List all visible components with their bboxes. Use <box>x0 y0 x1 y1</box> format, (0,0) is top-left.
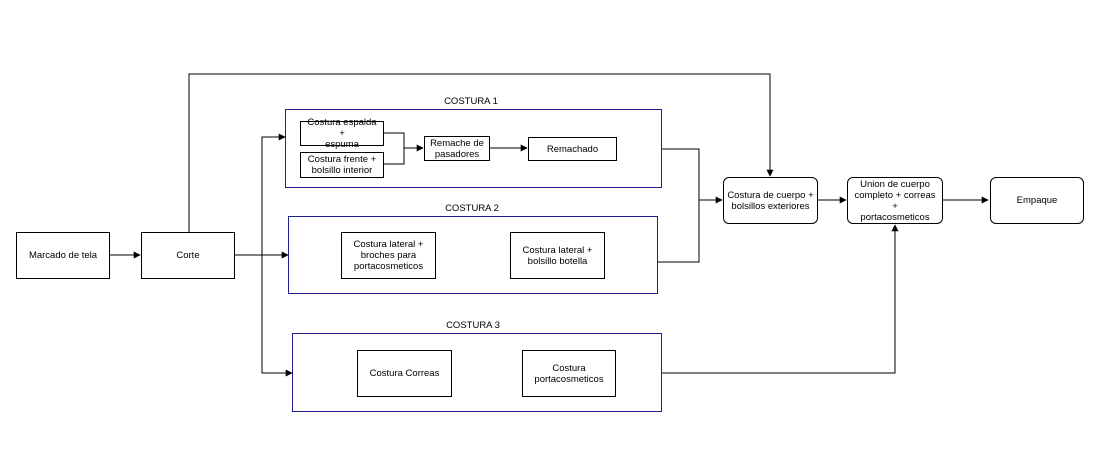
node-remache-pasadores: Remache de pasadores <box>424 136 490 161</box>
node-marcado-de-tela: Marcado de tela <box>16 232 110 279</box>
group-costura-1-title: COSTURA 1 <box>444 96 498 107</box>
edge-corte-cuerpo-top <box>188 73 774 232</box>
edge-split-costura3 <box>261 255 293 377</box>
edge-costura2-cuerpo <box>658 200 700 263</box>
edge-costura1-cuerpo <box>662 148 723 204</box>
node-costura-lateral-botella: Costura lateral + bolsillo botella <box>510 232 605 279</box>
node-union-cuerpo: Union de cuerpo completo + correas + por… <box>847 177 943 224</box>
node-corte: Corte <box>141 232 235 279</box>
edge-split-costura1 <box>261 133 286 255</box>
edge-frente-remache <box>384 148 405 165</box>
group-costura-1 <box>285 109 662 188</box>
node-remachado: Remachado <box>528 137 617 161</box>
group-costura-3-title: COSTURA 3 <box>446 320 500 331</box>
node-costura-lateral-broches: Costura lateral + broches para portacosm… <box>341 232 436 279</box>
node-costura-espalda: Costura espalda + espuma <box>300 117 384 150</box>
edge-espalda-remache <box>384 132 424 152</box>
node-costura-portacosmeticos: Costura portacosmeticos <box>522 350 616 397</box>
node-costura-frente: Costura frente + bolsillo interior <box>300 152 384 178</box>
node-costura-cuerpo: Costura de cuerpo + bolsillos exteriores <box>723 177 818 224</box>
group-costura-2-title: COSTURA 2 <box>445 203 499 214</box>
edge-costura3-union <box>662 224 899 374</box>
node-costura-correas: Costura Correas <box>357 350 452 397</box>
node-empaque: Empaque <box>990 177 1084 224</box>
